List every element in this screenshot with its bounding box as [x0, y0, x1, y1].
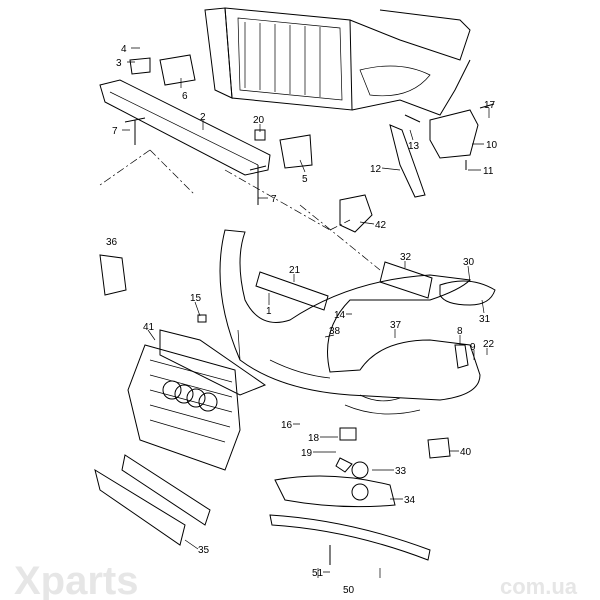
- callout-40: 40: [460, 447, 472, 458]
- callout-8: 8: [457, 326, 463, 337]
- callout-42: 42: [375, 220, 387, 231]
- fog-grille: [269, 461, 431, 565]
- callout-5: 5: [302, 174, 308, 185]
- callout-9: 9: [470, 342, 476, 353]
- callout-32: 32: [400, 252, 412, 263]
- callout-34: 34: [404, 495, 416, 506]
- callout-10: 10: [486, 140, 498, 151]
- callout-37: 37: [390, 320, 402, 331]
- callout-6: 6: [182, 91, 188, 102]
- callout-15: 15: [190, 293, 202, 304]
- callout-1: 1: [266, 306, 272, 317]
- callout-17: 17: [484, 100, 496, 111]
- radiator-grille: [127, 329, 267, 471]
- callout-36: 36: [106, 237, 118, 248]
- callout-20: 20: [253, 115, 265, 126]
- watermark-brand: Xparts: [14, 559, 139, 600]
- callout-7: 7: [112, 126, 118, 137]
- callout-38: 38: [329, 326, 341, 337]
- callout-31: 31: [479, 314, 491, 325]
- lower-grille: [94, 454, 211, 546]
- callout-7b: 7: [271, 194, 277, 205]
- bumper-cover: [99, 229, 496, 473]
- watermark-domain: com.ua: [500, 574, 578, 599]
- callout-4: 4: [121, 44, 127, 55]
- callout-13: 13: [408, 141, 420, 152]
- callout-14: 14: [334, 310, 346, 321]
- radiator-frame: [204, 7, 471, 116]
- callout-3: 3: [116, 58, 122, 69]
- callout-18: 18: [308, 433, 320, 444]
- callout-16: 16: [281, 420, 293, 431]
- callout-33: 33: [395, 466, 407, 477]
- leader-lines: [122, 47, 490, 578]
- crossmember: [99, 54, 313, 205]
- callout-30: 30: [463, 257, 475, 268]
- callout-19: 19: [301, 448, 313, 459]
- callout-12: 12: [370, 164, 382, 175]
- callout-11: 11: [483, 166, 494, 177]
- callout-51: 51: [312, 568, 324, 579]
- callout-35: 35: [198, 545, 210, 556]
- callout-41: 41: [143, 322, 155, 333]
- callout-21: 21: [289, 265, 301, 276]
- callout-22: 22: [483, 339, 495, 350]
- callout-50: 50: [343, 585, 355, 596]
- callout-2: 2: [200, 112, 206, 123]
- bumper-brackets: [339, 103, 495, 233]
- callout-labels: 4 3 6 2 7 20 5 7 13 17 10 11 12 42 36 21…: [106, 44, 498, 596]
- assembly-dash-lines: [99, 149, 381, 271]
